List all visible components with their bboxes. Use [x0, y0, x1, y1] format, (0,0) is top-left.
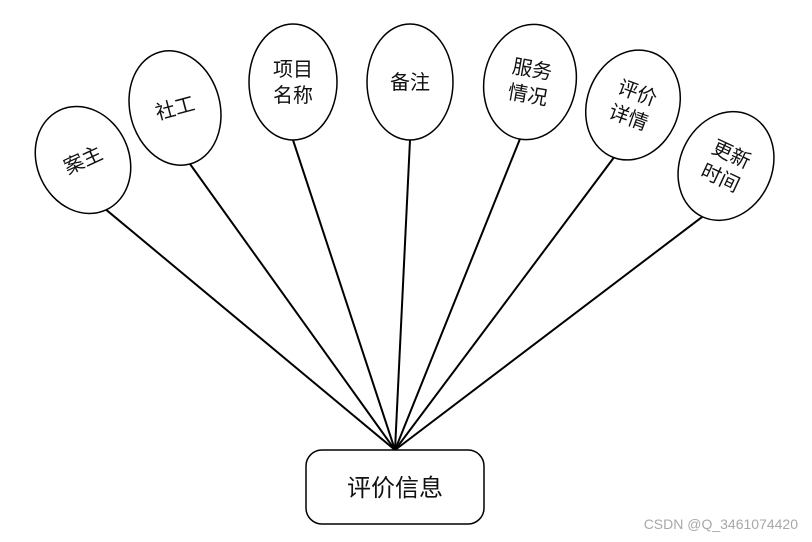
- connector-owner: [105, 209, 396, 451]
- attribute-owner: 案主: [34, 105, 132, 215]
- attribute-ellipse-social-worker: [128, 50, 222, 166]
- attribute-ellipse-service-status: [482, 23, 578, 141]
- connector-review-detail: [394, 157, 615, 451]
- entity-box: [305, 449, 485, 525]
- connector-remark: [394, 139, 411, 451]
- connector-service-status: [394, 138, 521, 451]
- attribute-label-project-name-1: 名称: [273, 83, 313, 107]
- attribute-ellipse-update-time: [677, 110, 775, 222]
- entity-node: 评价信息: [305, 449, 485, 525]
- connector-project-name: [292, 139, 396, 451]
- attribute-ellipse-owner: [34, 105, 132, 215]
- attribute-social-worker: 社工: [128, 50, 222, 166]
- attribute-nodes: 案主社工项目名称备注服务情况评价详情更新时间: [34, 23, 775, 222]
- connector-social-worker: [189, 163, 396, 451]
- attribute-remark: 备注: [366, 23, 454, 141]
- connector-lines: [105, 138, 703, 451]
- connector-update-time: [394, 216, 703, 451]
- attribute-ellipse-project-name: [248, 23, 338, 141]
- watermark: CSDN @Q_3461074420: [643, 516, 798, 532]
- attribute-ellipse-review-detail: [584, 49, 682, 161]
- attribute-ellipse-remark: [366, 23, 454, 141]
- attribute-label-remark-0: 备注: [390, 70, 430, 94]
- attribute-label-project-name-0: 项目: [273, 57, 313, 81]
- entity-label: 评价信息: [347, 474, 443, 502]
